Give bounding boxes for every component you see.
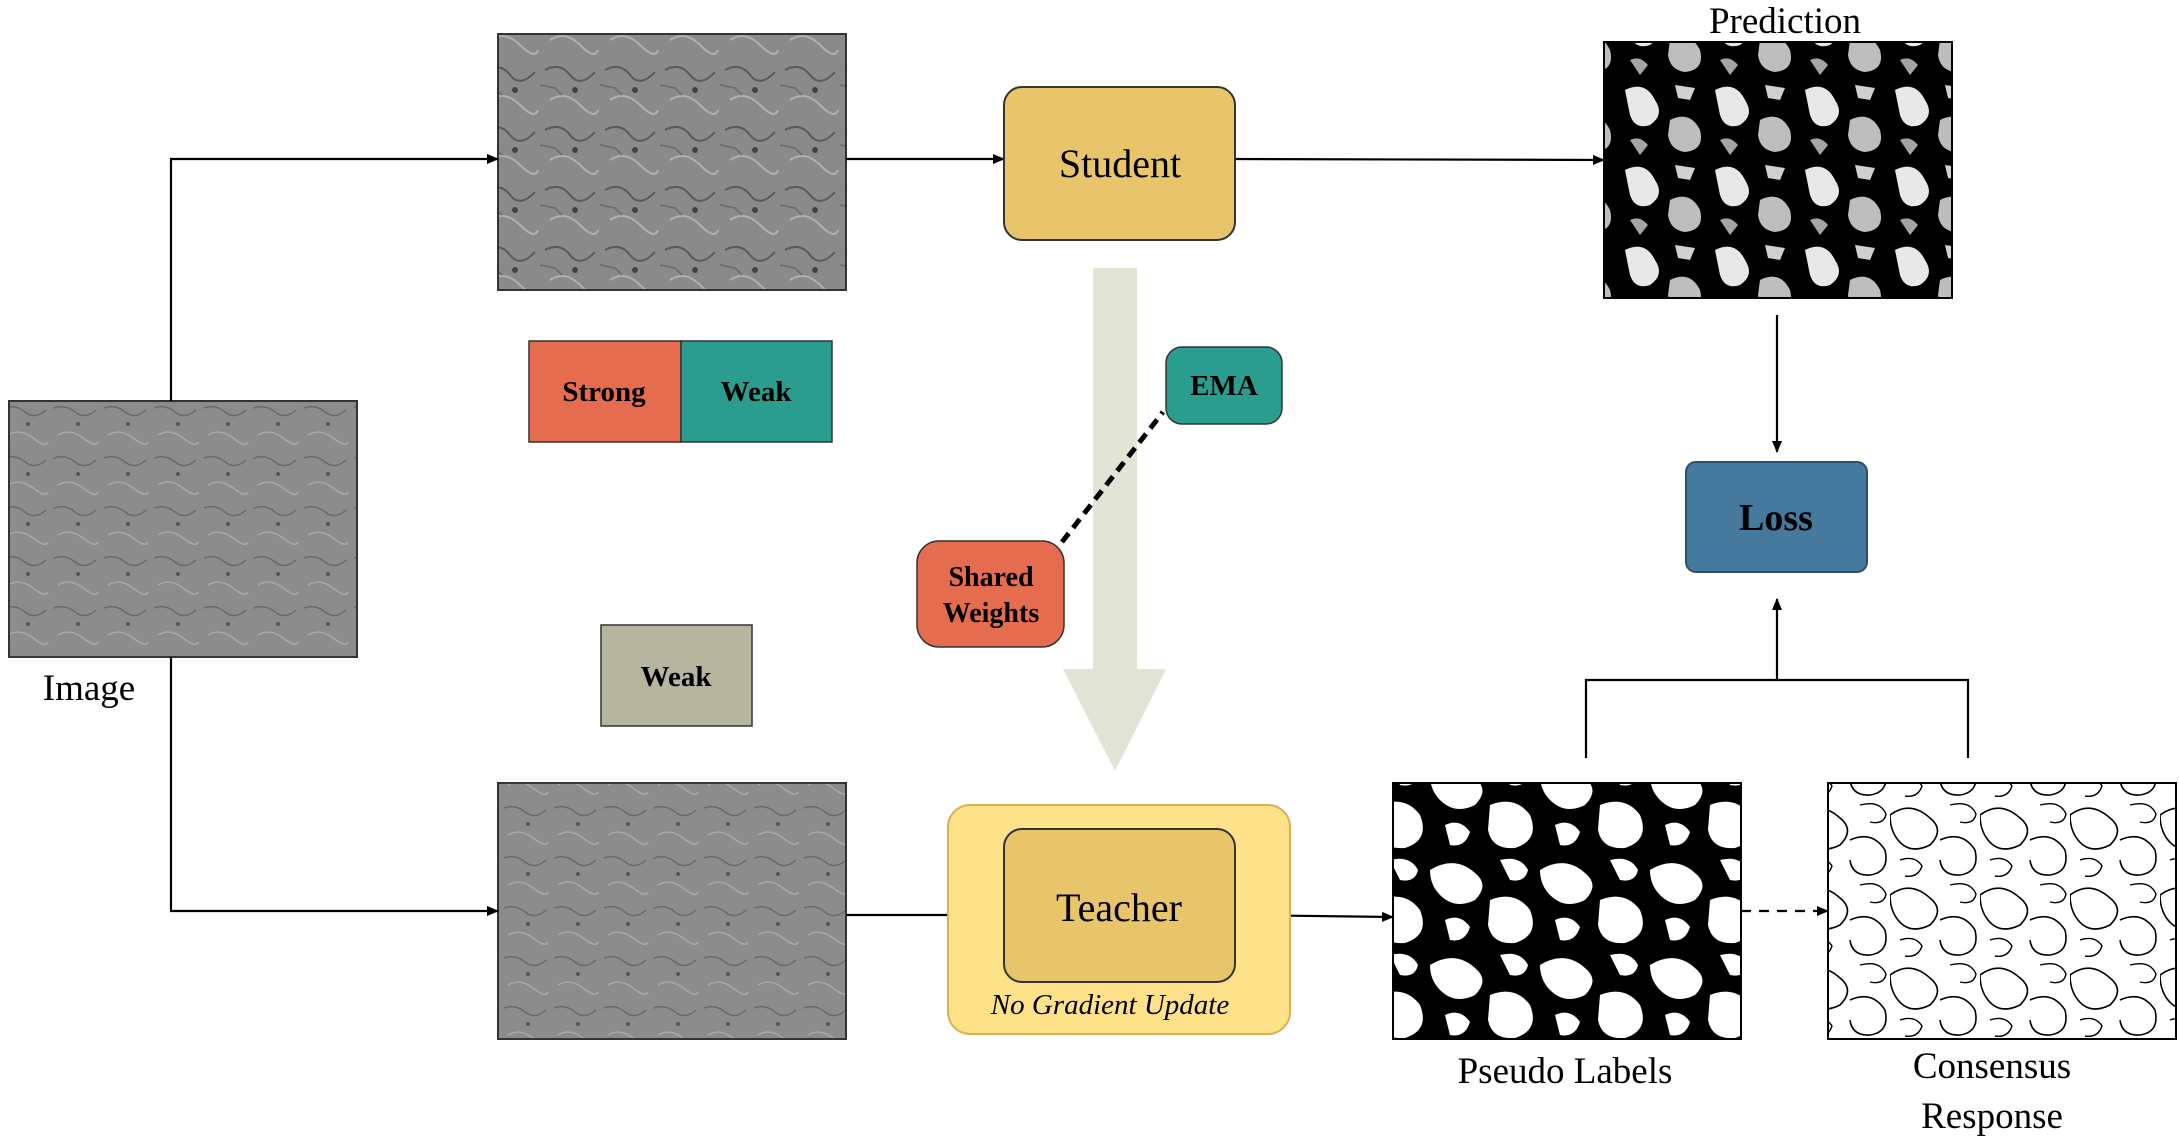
strong-augmentation-badge [528, 340, 682, 443]
student-label: Student [1059, 141, 1181, 186]
weak-augmentation-badge-top [680, 340, 833, 443]
weak-augmented-image [497, 782, 847, 1040]
consensus-response-image [1827, 782, 2177, 1040]
image-to-strong-arrow [169, 154, 499, 401]
loss-label: Loss [1739, 497, 1813, 539]
shared-weights-badge [916, 540, 1065, 648]
consensus-caption-line2: Response [1921, 1096, 2063, 1137]
teacher-box [1003, 828, 1236, 983]
student-box [1003, 86, 1236, 241]
loss-box [1685, 461, 1868, 573]
teacher-label: Teacher [1056, 885, 1182, 930]
ema-badge [1165, 346, 1283, 425]
image-to-weak-arrow [169, 657, 499, 916]
strong-label: Strong [562, 376, 646, 408]
labels-join-line [1584, 678, 1970, 758]
image-caption: Image [43, 668, 135, 709]
prediction-caption: Prediction [1709, 1, 1861, 42]
weak-label-bottom: Weak [641, 661, 713, 693]
prediction-image [1603, 41, 1953, 299]
shared-label-line2: Weights [943, 598, 1040, 629]
consensus-caption-line1: Consensus [1913, 1046, 2071, 1087]
ema-transfer-arrow [1063, 268, 1166, 771]
input-image [8, 400, 358, 658]
strong-augmented-image [497, 33, 847, 291]
ema-shared-connector [1060, 410, 1165, 544]
weak-label-top: Weak [721, 376, 793, 408]
weak-augmentation-badge-bottom [600, 624, 753, 727]
pseudo-labels-caption: Pseudo Labels [1458, 1051, 1673, 1092]
student-to-prediction-arrow [1234, 154, 1605, 165]
shared-label-line1: Shared [948, 562, 1033, 593]
ema-label: EMA [1190, 370, 1258, 402]
no-gradient-label: No Gradient Update [990, 989, 1230, 1021]
pseudo-labels-image [1392, 782, 1742, 1040]
